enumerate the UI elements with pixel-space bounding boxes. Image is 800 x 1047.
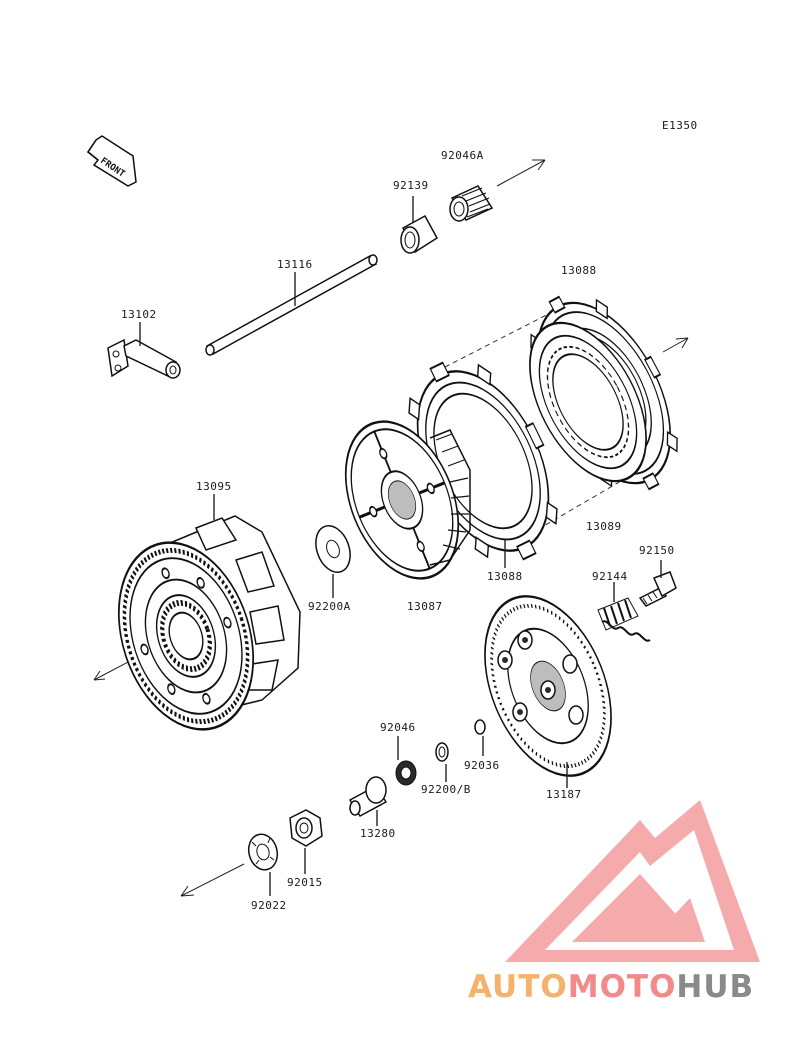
- needle-bearing-92046A: [449, 185, 494, 222]
- axis-arrow-right: [662, 337, 689, 353]
- clutch-plates-13088: [529, 295, 678, 491]
- watermark-hub: HUB: [676, 969, 754, 1005]
- clutch-housing-13095: [117, 515, 301, 731]
- watermark-logo: [505, 800, 760, 962]
- label-13280: 13280: [360, 827, 396, 840]
- release-rod-13280: [348, 776, 388, 817]
- label-92046: 92046: [380, 721, 416, 734]
- label-13087: 13087: [407, 600, 443, 613]
- label-92200A: 92200A: [308, 600, 351, 613]
- axis-arrow-bottom: [180, 863, 245, 897]
- axis-arrow-left: [93, 659, 133, 681]
- release-shaft-13102: [107, 338, 181, 379]
- label-92022: 92022: [251, 899, 287, 912]
- label-13089: 13089: [586, 520, 622, 533]
- pressure-plate-13187: [484, 595, 612, 777]
- label-13088-bottom: 13088: [487, 570, 523, 583]
- washer-92200B: [435, 742, 449, 762]
- diagram-code: E1350: [662, 119, 698, 132]
- lock-washer-92022: [247, 833, 279, 871]
- washer-92200A: [315, 525, 351, 573]
- nut-92015: [289, 809, 323, 847]
- watermark-text: AUTOMOTOHUB: [468, 969, 754, 1005]
- bearing-92046: [395, 760, 417, 786]
- bolt-92150: [638, 571, 677, 607]
- clutch-hub-13087: [344, 420, 471, 580]
- label-92144: 92144: [592, 570, 628, 583]
- label-92015: 92015: [287, 876, 323, 889]
- axis-arrow-top: [496, 159, 546, 187]
- watermark-moto: MOTO: [568, 969, 677, 1005]
- collar-92139: [400, 214, 438, 254]
- label-92200B: 92200/B: [421, 783, 471, 796]
- circlip-92036: [474, 719, 486, 735]
- push-rod-13116: [205, 254, 378, 356]
- front-arrow-icon: FRONT: [86, 135, 137, 187]
- label-13095: 13095: [196, 480, 232, 493]
- spring-92144: [597, 597, 651, 642]
- label-13116: 13116: [277, 258, 313, 271]
- label-92046A: 92046A: [441, 149, 484, 162]
- label-92150: 92150: [639, 544, 675, 557]
- label-92036: 92036: [464, 759, 500, 772]
- label-13102: 13102: [121, 308, 157, 321]
- watermark-auto: AUTO: [468, 969, 568, 1005]
- label-13187: 13187: [546, 788, 582, 801]
- label-92139: 92139: [393, 179, 429, 192]
- label-13088-top: 13088: [561, 264, 597, 277]
